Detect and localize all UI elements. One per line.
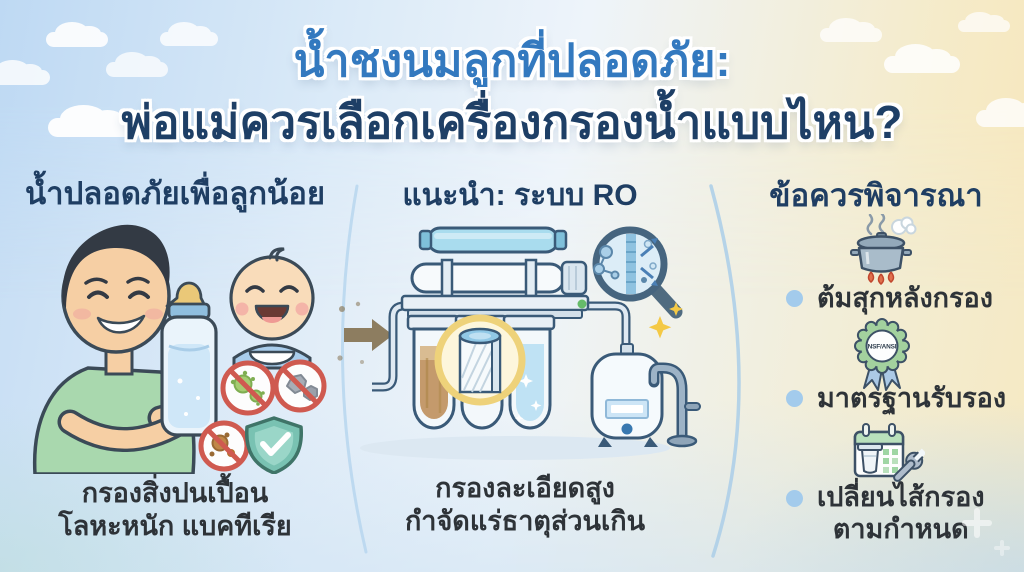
nsf-ansi-label: NSF/ANSI [868,344,897,351]
ro-membrane-tubes [400,226,590,319]
main-title-line-2: พ่อแม่ควรเลือกเครื่องกรองน้ำแบบไหน? [121,96,903,148]
caption-line: โลหะหนัก แบคทีเรีย [58,510,292,541]
consideration-item-boil: ต้มสุกหลังกรอง [786,283,993,315]
main-title-line-1: น้ำชงนมลูกที่ปลอดภัย: [293,35,731,86]
caption-safe-water: กรองสิ่งปนเปื้อน โลหะหนัก แบคทีเรีย [20,477,330,543]
consideration-label-line: เปลี่ยนไส้กรอง [817,482,985,512]
decor-sparkle [962,508,992,538]
cloud [0,59,50,85]
parent-baby-bottle-illustration [32,224,327,474]
filter-change-calendar-icon [853,423,925,482]
membrane-magnifier-icon [592,226,683,319]
cloud [46,21,108,47]
cloud [48,104,134,137]
cloud [160,22,218,46]
no-bacteria-icon [198,420,250,472]
bullet-dot [786,490,803,507]
section-heading-safe-water: น้ำปลอดภัยเพื่อลูกน้อย [24,176,325,211]
sparkles [648,302,683,339]
ground-shadow [360,436,670,460]
clean-water-canister [502,314,556,430]
boiling-pot-icon [850,214,917,285]
pressure-tank [590,343,664,447]
cloud [820,18,882,42]
no-heavy-metals-icon [273,359,327,413]
consideration-label: ต้มสุกหลังกรอง [817,283,993,313]
baby-bottle [160,281,218,437]
cloud [976,98,1024,127]
certification-badge-icon: NSF/ANSI [854,318,910,391]
bullet-dot [786,390,803,408]
shield-check-icon [245,416,303,474]
caption-line: กำจัดแร่ธาตุส่วนเกิน [404,505,646,536]
status-indicator-dot [577,299,587,309]
section-heading-considerations: ข้อควรพิจารณา [769,178,983,213]
consideration-label: มาตรฐานรับรอง [817,383,1007,413]
filter-cartridge-highlight [434,314,526,406]
baby-face [229,247,315,370]
inlet-pipe [372,301,430,392]
cloud [106,51,168,77]
tank-pipe [582,301,631,348]
dirty-water-inlet-arrow [337,301,393,364]
caption-ro: กรองละเอียดสูง กำจัดแร่ธาตุส่วนเกิน [360,472,690,538]
section-heading-ro: แนะนำ: ระบบ RO [402,179,638,212]
consideration-item-standard: มาตรฐานรับรอง [786,383,1006,415]
caption-line: กรองละเอียดสูง [435,473,615,503]
consideration-label-line: ตามกำหนด [832,513,969,544]
ro-system-illustration [337,226,701,460]
wrench [893,448,925,482]
faucet [648,362,701,448]
no-virus-icon [220,360,276,416]
consideration-item-replace: เปลี่ยนไส้กรอง ตามกำหนด [786,482,985,546]
cloud [884,44,960,73]
bullet-dot [786,290,803,308]
caption-line: กรองสิ่งปนเปื้อน [81,478,269,508]
cloud [958,11,1010,32]
decor-sparkle [994,540,1010,556]
consideration-label: เปลี่ยนไส้กรอง ตามกำหนด [817,482,985,546]
